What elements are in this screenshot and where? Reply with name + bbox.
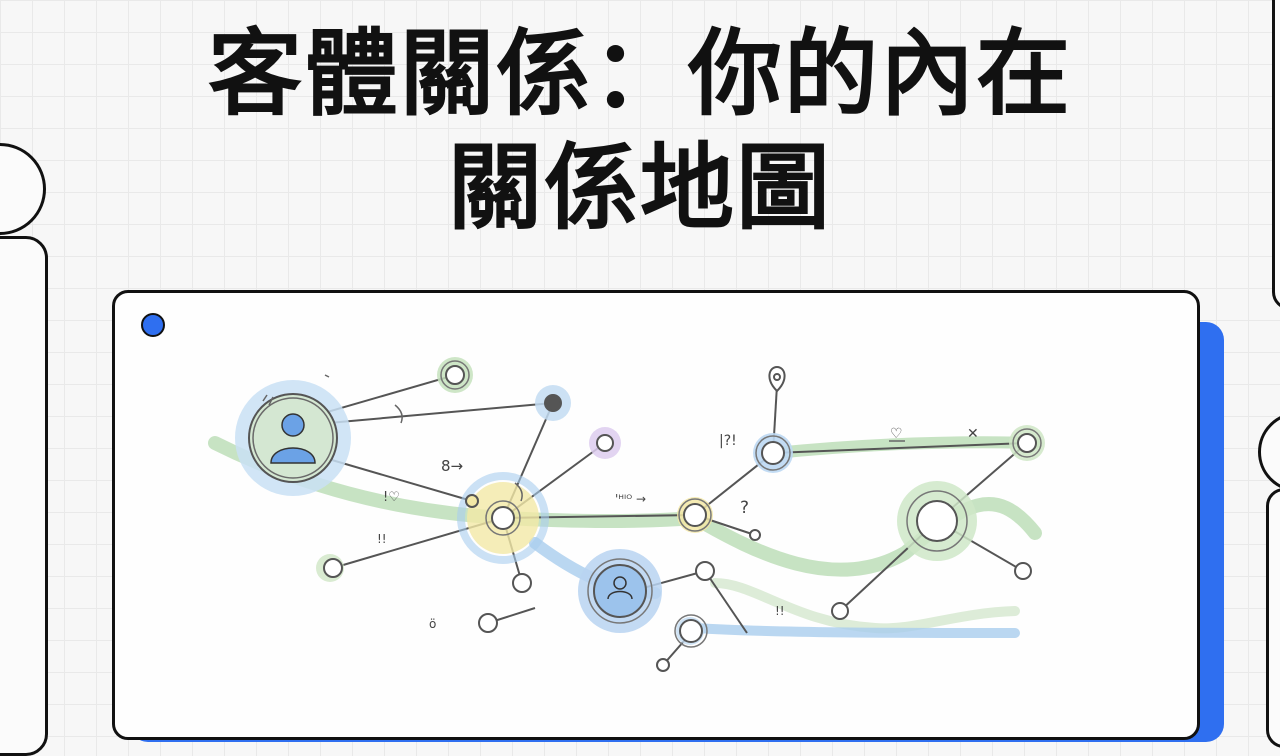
note-marks-bottom: !!: [775, 604, 785, 618]
note-hio: 'ᴴᴵᴼ →: [615, 492, 646, 506]
sketch-strokes: [262, 374, 905, 502]
right-decor-panel-bottom: [1266, 488, 1280, 748]
node-e: [761, 441, 785, 465]
title-line-1: 客體關係：你的內在: [207, 20, 1072, 129]
node-self: [248, 393, 338, 483]
node-p: [656, 658, 670, 672]
node-d: [683, 503, 707, 527]
relationship-map-illustration: 8→ !♡ !! 'ᴴᴵᴼ → ? |?! ♡ ✕ !! ö: [208, 357, 1045, 672]
node-rings: [440, 360, 1042, 648]
node-q: [749, 529, 761, 541]
node-center: [491, 506, 515, 530]
card-indicator-dot: [141, 313, 165, 337]
note-small-o: ö: [429, 617, 436, 631]
node-n: [831, 602, 849, 620]
note-heart-right: ♡: [890, 426, 903, 442]
green-path-upper: [769, 436, 1041, 459]
node-b: [544, 394, 562, 412]
node-o: [1014, 562, 1032, 580]
node-c: [596, 434, 614, 452]
note-heart: !♡: [383, 490, 400, 505]
node-i: [323, 558, 343, 578]
note-marks-left: !!: [377, 532, 387, 546]
blue-path-bottom: [690, 623, 1020, 638]
illustration-card: 8→ !♡ !! 'ᴴᴵᴼ → ? |?! ♡ ✕ !! ö: [112, 290, 1200, 740]
left-decor-panel: [0, 236, 48, 756]
right-decor-panel-top: [1272, 0, 1280, 310]
slide-title: 客體關係：你的內在 關係地圖: [0, 18, 1280, 246]
person-icon: [607, 576, 633, 600]
node-k: [695, 561, 715, 581]
note-question-exclaim: |?!: [719, 433, 737, 449]
node-f: [1017, 433, 1037, 453]
handwritten-notes: 8→ !♡ !! 'ᴴᴵᴼ → ? |?! ♡ ✕ !! ö: [377, 426, 979, 631]
right-decor-circle: [1258, 412, 1280, 492]
node-r: [465, 494, 479, 508]
node-j: [512, 573, 532, 593]
title-line-2: 關係地圖: [447, 134, 832, 243]
note-arrow-8: 8→: [441, 457, 463, 475]
person-icon: [270, 413, 316, 464]
note-cross: ✕: [967, 426, 979, 442]
node-a: [445, 365, 465, 385]
node-l: [679, 619, 703, 643]
green-path-lower: [710, 578, 1020, 634]
node-g: [916, 500, 958, 542]
node-m: [478, 613, 498, 633]
location-pin-icon: [768, 365, 786, 393]
note-question: ?: [740, 498, 749, 518]
